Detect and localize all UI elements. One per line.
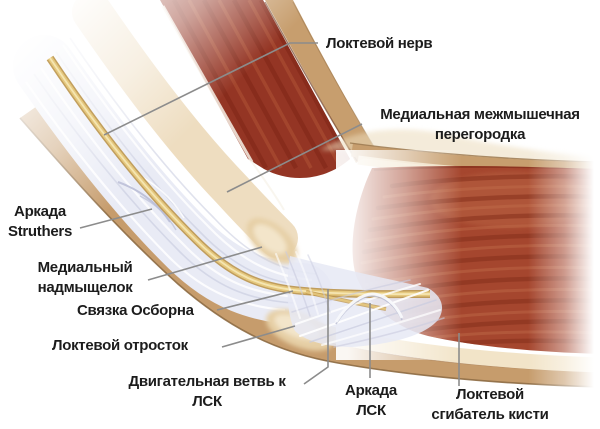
label-olecranon: Локтевой отросток — [52, 337, 188, 354]
label-arcade-struthers: Аркада Struthers — [8, 203, 72, 240]
leader-septum — [226, 123, 363, 193]
label-septum: Медиальная межмышечная перегородка — [380, 106, 580, 143]
leader-lines — [79, 42, 460, 386]
leader-olecranon — [221, 325, 296, 348]
leader-osborne-ligament — [216, 290, 294, 311]
leader-arcade-struthers — [79, 208, 153, 229]
medial-epicondyle-bump — [246, 218, 298, 264]
fcu-arcade-arch — [334, 292, 404, 325]
label-arcade-fcu: Аркада ЛСК — [345, 382, 397, 419]
label-ulnar-nerve: Локтевой нерв — [326, 35, 433, 52]
leader-motor-branch — [303, 289, 329, 385]
leader-ulnar-nerve — [103, 42, 318, 136]
label-fcu: Локтевой сгибатель кисти — [431, 386, 549, 423]
fade-overlay-topleft — [0, 0, 340, 340]
leader-medial-epicondyle — [147, 246, 263, 281]
label-medial-epicondyle: Медиальный надмыщелок — [37, 259, 133, 296]
label-motor-branch: Двигательная ветвь к ЛСК — [128, 373, 286, 410]
fcu-tendon-fibers — [291, 279, 445, 348]
fade-overlay-right — [520, 90, 600, 429]
label-osborne-ligament: Связка Осборна — [77, 302, 194, 319]
